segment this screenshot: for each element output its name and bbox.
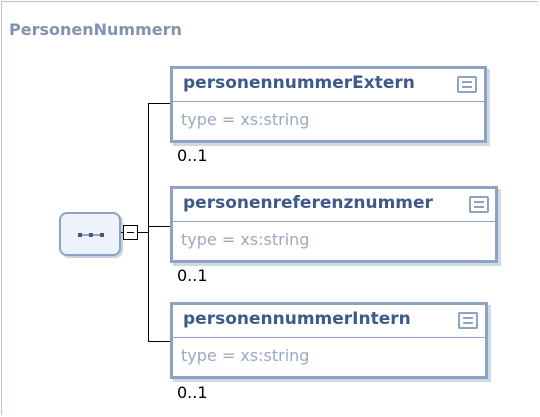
divider: [173, 101, 484, 102]
branch-line: [148, 103, 170, 104]
collapse-toggle[interactable]: [123, 225, 138, 240]
sequence-icon: [78, 233, 104, 237]
element-name: personenreferenznummer: [183, 193, 433, 213]
cardinality-label: 0..1: [177, 266, 208, 285]
connector-line: [121, 232, 123, 233]
documentation-icon: [458, 312, 478, 329]
documentation-icon: [457, 76, 477, 93]
cardinality-label: 0..1: [177, 383, 208, 402]
element-name: personennummerIntern: [183, 309, 411, 329]
diagram-title: PersonenNummern: [9, 20, 182, 39]
element-type: type = xs:string: [181, 110, 310, 129]
divider: [173, 337, 485, 338]
branch-line: [148, 341, 170, 342]
branch-line: [148, 226, 170, 227]
element-type: type = xs:string: [181, 346, 310, 365]
element-box[interactable]: personenreferenznummer type = xs:string: [170, 186, 498, 263]
sequence-compositor[interactable]: [59, 212, 121, 256]
element-type: type = xs:string: [181, 230, 310, 249]
documentation-icon: [469, 196, 489, 213]
branch-line: [148, 103, 149, 342]
cardinality-label: 0..1: [177, 146, 208, 165]
connector-line: [138, 232, 148, 233]
element-box[interactable]: personennummerExtern type = xs:string: [170, 66, 487, 143]
divider: [173, 221, 495, 222]
element-name: personennummerExtern: [183, 73, 415, 93]
element-box[interactable]: personennummerIntern type = xs:string: [170, 302, 488, 379]
